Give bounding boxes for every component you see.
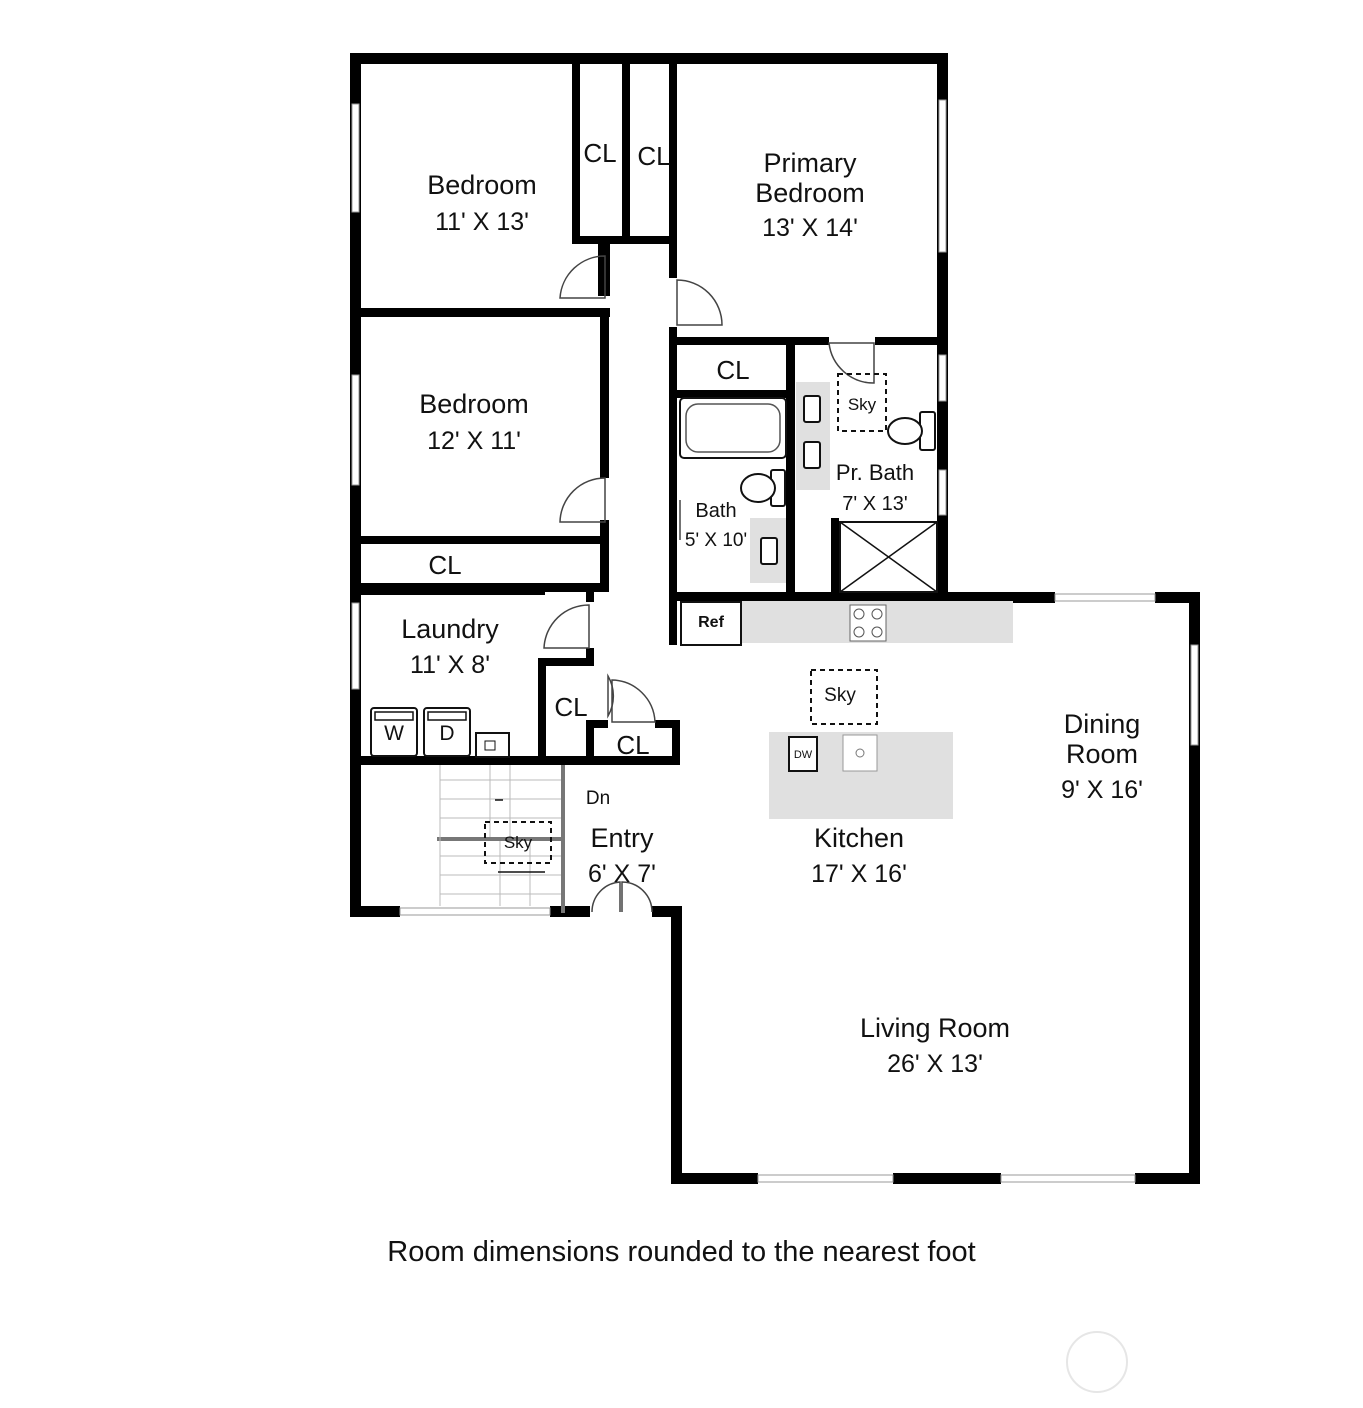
primary-bedroom-name-2: Bedroom (755, 178, 865, 208)
dining-room-name-1: Dining (1064, 709, 1141, 739)
doors (543, 255, 875, 913)
stairs (439, 765, 561, 906)
kitchen-size: 17' X 16' (811, 860, 907, 888)
refrigerator-label: Ref (698, 614, 724, 631)
dining-room-name-2: Room (1066, 739, 1138, 769)
windows (351, 99, 1199, 1183)
fixture-labels: W D Ref DW Sky Sky Sky Dn (384, 395, 877, 852)
dishwasher-label: DW (794, 749, 813, 761)
bath-size: 5' X 10' (685, 530, 747, 551)
interior-walls (355, 60, 944, 913)
bathtub (679, 397, 787, 459)
closet-top-right-label: CL (637, 141, 670, 171)
closet-entry-label: CL (616, 730, 649, 760)
primary-bedroom-size: 13' X 14' (762, 214, 858, 242)
laundry-sink (475, 732, 510, 758)
bedroom-1-size: 11' X 13' (435, 208, 529, 236)
living-room-name: Living Room (860, 1013, 1010, 1043)
skylight-stairs-label: Sky (504, 833, 533, 852)
room-labels: Bedroom 11' X 13' Primary Bedroom 13' X … (401, 148, 1143, 1078)
primary-bedroom-name-1: Primary (764, 148, 857, 178)
bath-toilet (740, 469, 786, 507)
closet-hall-label: CL (716, 355, 749, 385)
caption: Room dimensions rounded to the nearest f… (387, 1236, 976, 1268)
primary-bath-toilet (887, 411, 936, 451)
bedroom-1-name: Bedroom (427, 170, 537, 200)
cooktop (849, 604, 887, 642)
primary-bath-name: Pr. Bath (836, 460, 914, 485)
kitchen-name: Kitchen (814, 823, 904, 853)
closet-bedroom-2-label: CL (428, 550, 461, 580)
entry-name: Entry (590, 823, 654, 853)
skylight-primary-bath-label: Sky (848, 395, 877, 414)
closet-labels: CL CL CL CL CL CL (428, 138, 749, 760)
skylight-primary-bath (837, 373, 887, 432)
refrigerator (680, 601, 742, 646)
stairs-down-label: Dn (586, 788, 610, 809)
dryer-label: D (439, 722, 454, 745)
closet-top-left-label: CL (583, 138, 616, 168)
skylight-kitchen (810, 669, 878, 725)
dining-room-size: 9' X 16' (1061, 776, 1143, 804)
kitchen-sink (842, 734, 878, 772)
watermark-seal (1066, 1331, 1128, 1393)
washer-label: W (384, 722, 404, 745)
closet-laundry-label: CL (554, 692, 587, 722)
laundry-name: Laundry (401, 614, 499, 644)
skylight-stairs (484, 821, 552, 864)
shower (839, 521, 938, 593)
fixtures (370, 373, 1013, 906)
dishwasher (788, 736, 818, 772)
entry-size: 6' X 7' (588, 860, 656, 888)
bath-name: Bath (695, 500, 736, 522)
bedroom-2-name: Bedroom (419, 389, 529, 419)
laundry-size: 11' X 8' (410, 651, 490, 679)
bedroom-2-size: 12' X 11' (427, 427, 521, 455)
skylight-kitchen-label: Sky (824, 685, 856, 706)
primary-bath-size: 7' X 13' (842, 493, 907, 515)
living-room-size: 26' X 13' (887, 1050, 983, 1078)
